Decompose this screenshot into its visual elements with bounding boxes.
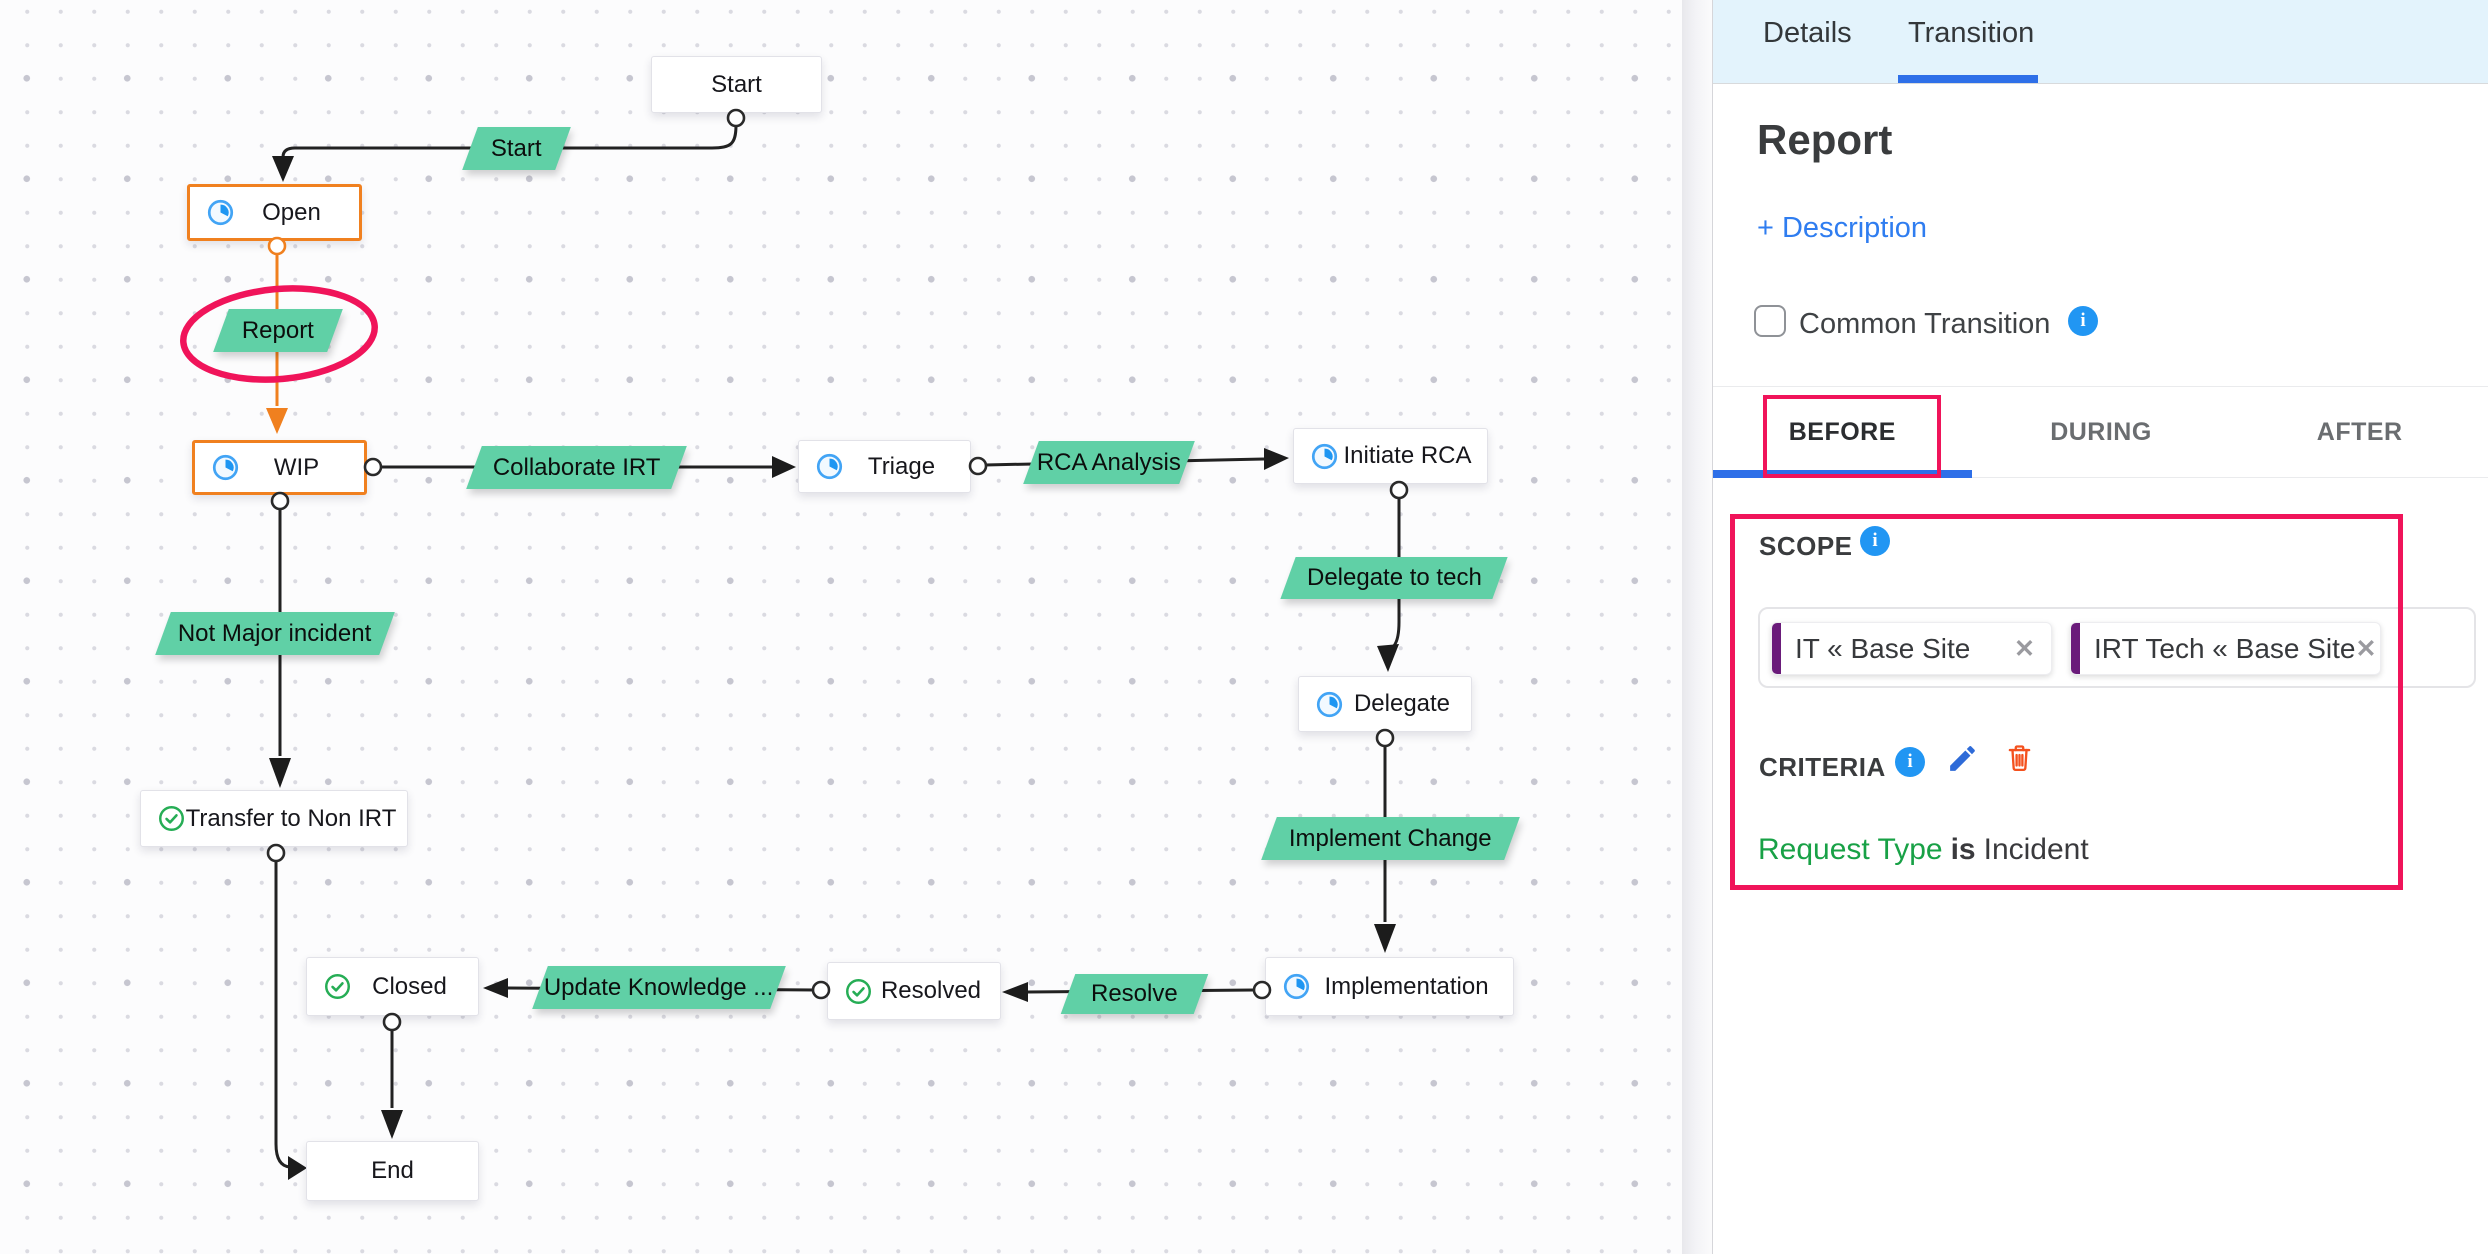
panel-tabbar: Details Transition xyxy=(1713,0,2488,84)
transition-label-text: Collaborate IRT xyxy=(492,453,661,481)
status-progress-icon xyxy=(1283,973,1310,1000)
active-tab-underline xyxy=(1898,75,2038,83)
tab-after-label: AFTER xyxy=(2316,417,2403,446)
tab-during-label: DURING xyxy=(2050,417,2152,446)
tab-during[interactable]: DURING xyxy=(1972,387,2231,477)
before-tab-underline xyxy=(1713,470,1972,478)
chip-label: IRT Tech « Base Site xyxy=(2094,632,2356,664)
transition-label-text: Delegate to tech xyxy=(1306,564,1482,591)
node-resolved[interactable]: Resolved xyxy=(827,962,1001,1020)
tab-before-label: BEFORE xyxy=(1788,417,1896,446)
tab-transition[interactable]: Transition xyxy=(1908,17,2035,49)
transition-label-text: Update Knowledge ... xyxy=(544,973,774,1001)
transition-label-start[interactable]: Start xyxy=(462,127,571,170)
node-closed[interactable]: Closed xyxy=(306,957,479,1016)
phase-tabs: BEFORE DURING AFTER xyxy=(1713,386,2488,478)
chip-label: IT « Base Site xyxy=(1795,632,1971,664)
status-check-icon xyxy=(324,973,351,1000)
criteria-info-icon[interactable]: i xyxy=(1895,747,1925,777)
criteria-field: Request Type xyxy=(1758,833,1943,866)
transition-name-title: Report xyxy=(1757,116,1893,163)
transition-label-implement-change[interactable]: Implement Change xyxy=(1261,817,1520,860)
status-check-icon xyxy=(845,978,872,1005)
node-initiate-rca[interactable]: Initiate RCA xyxy=(1293,428,1488,484)
status-progress-icon xyxy=(212,454,239,481)
criteria-value: Incident xyxy=(1983,833,2089,866)
common-transition-checkbox[interactable] xyxy=(1754,305,1786,337)
scope-input[interactable]: IT « Base Site ✕ IRT Tech « Base Site ✕ xyxy=(1758,607,2476,688)
scope-info-icon[interactable]: i xyxy=(1860,526,1890,556)
node-label: Implementation xyxy=(1324,972,1489,1000)
scope-chip[interactable]: IRT Tech « Base Site ✕ xyxy=(2070,622,2381,675)
node-label: Delegate xyxy=(1353,690,1451,717)
scope-section-title: SCOPE xyxy=(1759,531,1853,561)
transition-label-rca-analysis[interactable]: RCA Analysis xyxy=(1023,441,1195,484)
common-transition-info-icon[interactable]: i xyxy=(2068,306,2098,336)
chip-remove-icon[interactable]: ✕ xyxy=(2355,634,2377,663)
node-label: Transfer to Non IRT xyxy=(185,804,397,832)
status-progress-icon xyxy=(816,453,843,480)
transition-label-resolve[interactable]: Resolve xyxy=(1060,974,1209,1014)
chip-remove-icon[interactable]: ✕ xyxy=(2014,634,2035,663)
node-label: Resolved xyxy=(880,977,982,1004)
status-progress-icon xyxy=(207,199,234,226)
tab-after[interactable]: AFTER xyxy=(2230,387,2488,477)
transition-label-update-knowledge[interactable]: Update Knowledge ... xyxy=(532,966,786,1009)
node-label: End xyxy=(371,1157,414,1184)
criteria-section-title: CRITERIA xyxy=(1759,752,1886,782)
chip-accent-bar xyxy=(1772,623,1781,674)
transition-label-report[interactable]: Report xyxy=(213,309,343,352)
node-transfer-to-non-irt[interactable]: Transfer to Non IRT xyxy=(140,790,408,847)
transition-label-text: Resolve xyxy=(1091,980,1178,1007)
status-progress-icon xyxy=(1316,691,1343,718)
add-description-link[interactable]: + Description xyxy=(1757,212,1928,244)
tab-before[interactable]: BEFORE xyxy=(1713,387,1972,478)
status-check-icon xyxy=(158,805,185,832)
node-start[interactable]: Start xyxy=(651,56,822,113)
transition-label-collaborate-irt[interactable]: Collaborate IRT xyxy=(466,446,687,489)
transition-detail-panel: Details Transition Report + Description … xyxy=(1712,0,2488,1254)
node-label: Triage xyxy=(867,452,936,480)
node-implementation[interactable]: Implementation xyxy=(1265,957,1514,1016)
transition-label-text: Implement Change xyxy=(1289,824,1492,852)
transition-label-text: Report xyxy=(241,316,315,344)
node-end[interactable]: End xyxy=(306,1141,479,1201)
node-label: Initiate RCA xyxy=(1343,442,1472,469)
common-transition-label: Common Transition xyxy=(1799,308,2051,340)
transition-label-not-major-incident[interactable]: Not Major incident xyxy=(155,612,395,655)
criteria-delete-icon[interactable] xyxy=(2003,741,2036,774)
node-label: Open xyxy=(262,198,321,226)
status-progress-icon xyxy=(1311,443,1338,470)
transition-label-delegate-to-tech[interactable]: Delegate to tech xyxy=(1280,557,1508,599)
canvas-panel-divider xyxy=(1682,0,1712,1254)
scope-chip[interactable]: IT « Base Site ✕ xyxy=(1771,622,2052,675)
transition-label-text: Start xyxy=(491,134,542,162)
criteria-edit-icon[interactable] xyxy=(1946,742,1979,775)
connector-ports xyxy=(266,108,1409,1032)
node-label: WIP xyxy=(273,453,320,481)
transition-label-text: RCA Analysis xyxy=(1036,448,1182,476)
node-label: Start xyxy=(711,70,762,98)
chip-accent-bar xyxy=(2071,623,2080,674)
node-triage[interactable]: Triage xyxy=(798,440,971,493)
transition-label-text: Not Major incident xyxy=(178,619,372,647)
criteria-operator: is xyxy=(1950,833,1976,866)
node-delegate[interactable]: Delegate xyxy=(1298,676,1472,732)
node-label: Closed xyxy=(372,972,447,1000)
node-open[interactable]: Open xyxy=(187,184,362,241)
tab-details[interactable]: Details xyxy=(1763,17,1852,49)
